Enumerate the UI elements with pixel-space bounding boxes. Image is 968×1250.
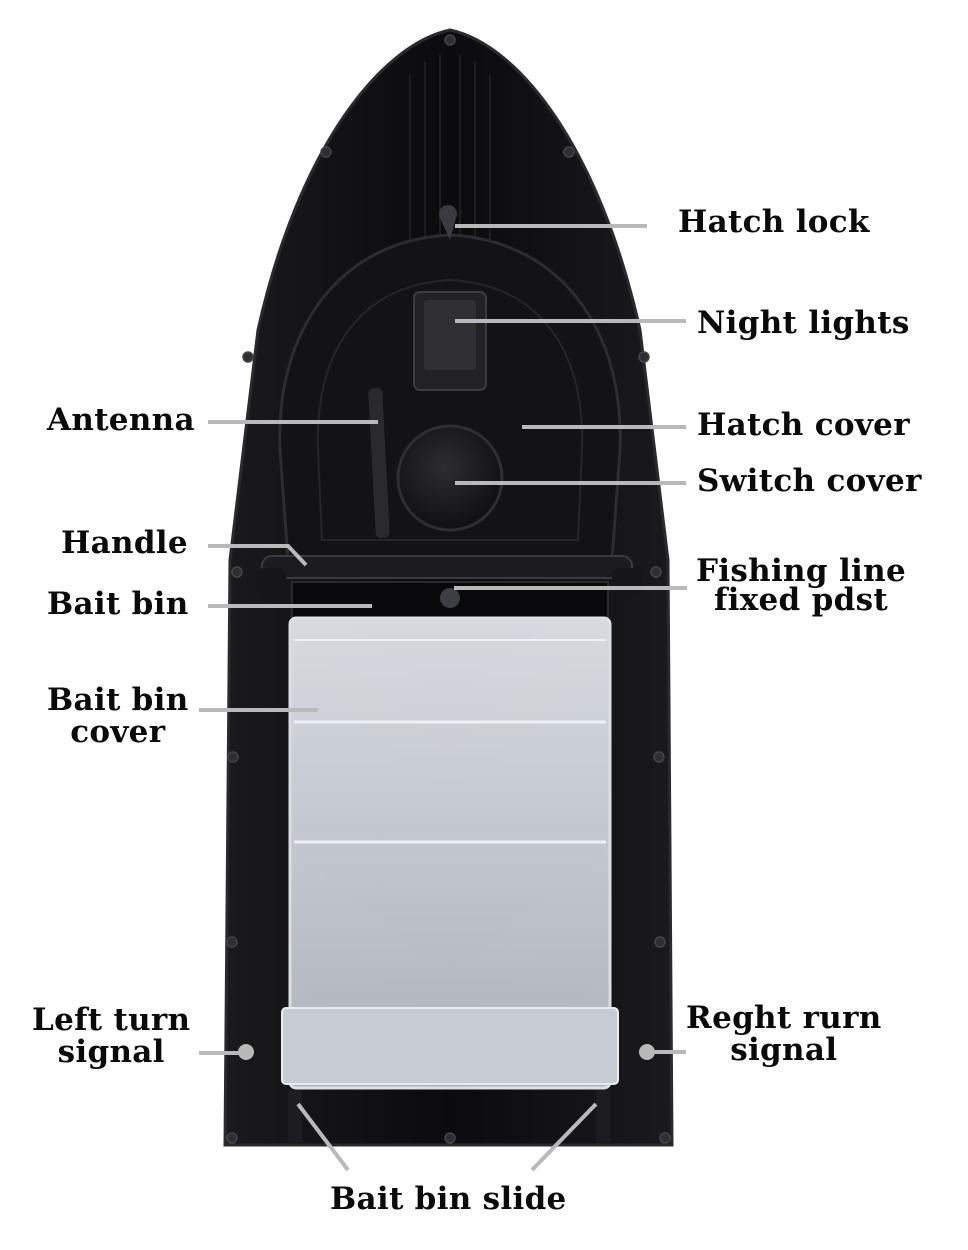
right-turn-signal-shape	[639, 1044, 655, 1060]
fishing-line-post-shape	[440, 588, 460, 608]
leader-lines	[199, 224, 687, 1172]
right-turn-signal-label: Reght rurn signal	[686, 1002, 882, 1066]
night-lights-label: Night lights	[697, 305, 910, 341]
left-turn-label-line1: Left turn	[32, 1002, 191, 1038]
bin-front-lip	[281, 1007, 619, 1085]
night-lights-lens	[424, 300, 476, 370]
hatch-lock-shape	[439, 204, 457, 240]
bait-bin-label: Bait bin	[47, 586, 189, 622]
handle-label: Handle	[61, 525, 188, 561]
handle-shape	[261, 555, 633, 579]
left-turn-signal-label: Left turn signal	[32, 1004, 190, 1068]
bait-bin-cover-label-line1: Bait bin	[47, 682, 189, 718]
handle-right-mount	[612, 568, 642, 598]
bait-bin-cover-shape	[288, 616, 612, 1090]
bait-bin-slide-left	[288, 1090, 302, 1142]
hull-rivets	[226, 34, 671, 1144]
fishing-line-label-line2: fixed pdst	[714, 582, 888, 618]
right-turn-label-line1: Reght rurn	[686, 1000, 882, 1036]
fishing-line-label-line1: Fishing line	[696, 553, 906, 589]
right-turn-label-line2: signal	[730, 1032, 838, 1068]
hatch-cover-label: Hatch cover	[697, 407, 910, 443]
bait-bin-slide-right	[596, 1090, 610, 1142]
fishing-line-post-label: Fishing line fixed pdst	[696, 553, 906, 618]
bait-bin-slide-label: Bait bin slide	[330, 1181, 567, 1217]
switch-cover-label: Switch cover	[697, 463, 922, 499]
antenna-label: Antenna	[47, 402, 195, 438]
switch-cover-shape	[396, 424, 504, 532]
handle-left-mount	[256, 568, 286, 598]
hatch-lock-label: Hatch lock	[678, 204, 870, 240]
left-turn-label-line2: signal	[57, 1034, 165, 1070]
antenna-shape	[368, 387, 390, 539]
left-turn-signal-shape	[238, 1044, 254, 1060]
hatch-cover-inner	[316, 278, 584, 541]
bait-bin-cover-label: Bait bin cover	[47, 684, 189, 748]
bait-bin-cover-label-line2: cover	[70, 714, 166, 750]
